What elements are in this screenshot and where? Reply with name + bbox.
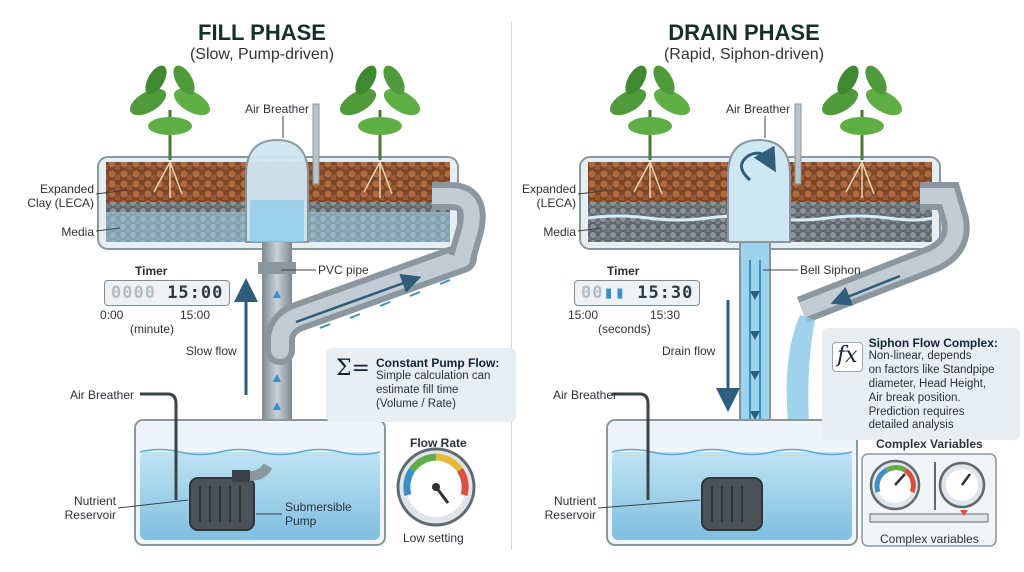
drain-timer-end: 15:30 — [650, 308, 681, 322]
function-fx-icon: fx — [832, 342, 863, 372]
fill-info-title: Constant Pump Flow: — [376, 356, 500, 370]
phase-divider — [511, 22, 512, 550]
drain-air-breather-top-label: Air Breather — [726, 102, 791, 116]
drain-phase-subtitle: (Rapid, Siphon-driven) — [663, 46, 825, 63]
fill-air-breather-top-label: Air Breather — [245, 102, 310, 116]
drain-bell-siphon-label: Bell Siphon — [800, 263, 861, 277]
fill-submersible-pump — [189, 477, 255, 531]
drain-timer-display: 00▮▮ 15:30 — [574, 280, 701, 306]
fill-phase-title: FILL PHASE — [198, 20, 326, 45]
drain-info-line: Prediction requires — [868, 405, 965, 418]
fill-phase-illustration — [97, 103, 486, 546]
drain-flow-label: Drain flow — [662, 344, 716, 358]
drain-plants — [609, 65, 903, 198]
drain-phase-title: DRAIN PHASE — [668, 20, 820, 45]
fill-nutrient-label: Nutrient — [73, 494, 116, 508]
drain-reservoir-label: Reservoir — [544, 508, 596, 522]
drain-info-line: Air break position. — [868, 391, 961, 404]
drain-expanded-label: Expanded — [521, 182, 576, 196]
fill-info-box: Σ= Constant Pump Flow: Simple calculatio… — [326, 348, 516, 422]
fill-clay-label: Clay (LECA) — [27, 196, 94, 210]
drain-air-breather-bottom-label: Air Breather — [553, 388, 618, 402]
drain-nutrient-label: Nutrient — [553, 494, 596, 508]
fill-timer-unit: (minute) — [130, 322, 175, 336]
drain-leca-label: (LECA) — [536, 196, 576, 210]
drain-info-box: fx Siphon Flow Complex: Non-linear, depe… — [822, 328, 1020, 440]
complex-variables-caption: Complex variables — [880, 532, 979, 546]
drain-timer-start: 15:00 — [568, 308, 599, 322]
sigma-icon: Σ= — [336, 356, 370, 381]
drain-info-title: Siphon Flow Complex: — [868, 336, 998, 350]
fill-media-label: Media — [61, 225, 94, 239]
fill-plants — [129, 65, 421, 198]
drain-timer-unit: (seconds) — [598, 322, 651, 336]
fill-expanded-label: Expanded — [39, 182, 94, 196]
fill-timer-start: 0:00 — [100, 308, 124, 322]
fill-info-line: estimate fill time — [376, 384, 459, 397]
fill-reservoir-label: Reservoir — [64, 508, 116, 522]
complex-variables-title: Complex Variables — [876, 437, 983, 451]
fill-air-breather-bottom-label: Air Breather — [70, 388, 135, 402]
fill-low-setting-label: Low setting — [403, 531, 464, 545]
drain-info-line: diameter, Head Height, — [868, 377, 987, 390]
fill-timer-display: 0000 15:00 — [104, 280, 231, 306]
drain-bell-siphon — [727, 138, 791, 243]
fill-submersible-label: Submersible — [285, 500, 352, 514]
fill-pump-label: Pump — [285, 514, 317, 528]
fill-timer-label: Timer — [135, 264, 168, 278]
fill-phase-subtitle: (Slow, Pump-driven) — [189, 46, 335, 63]
fill-flow-rate-label: Flow Rate — [410, 436, 467, 450]
drain-info-line: on factors like Standpipe — [868, 364, 995, 377]
fill-info-line: Simple calculation can — [376, 370, 491, 383]
fill-timer-end: 15:00 — [180, 308, 211, 322]
drain-info-line: Non-linear, depends — [868, 350, 972, 363]
drain-phase-illustration — [579, 103, 997, 547]
fill-air-breather-tube — [312, 103, 320, 185]
drain-media-label: Media — [543, 225, 576, 239]
drain-info-line: detailed analysis — [868, 419, 954, 432]
fill-info-line: (Volume / Rate) — [376, 397, 456, 410]
drain-timer-label: Timer — [607, 264, 640, 278]
fill-pvc-pipe-label: PVC pipe — [318, 263, 369, 277]
fill-slow-flow-label: Slow flow — [186, 344, 237, 358]
